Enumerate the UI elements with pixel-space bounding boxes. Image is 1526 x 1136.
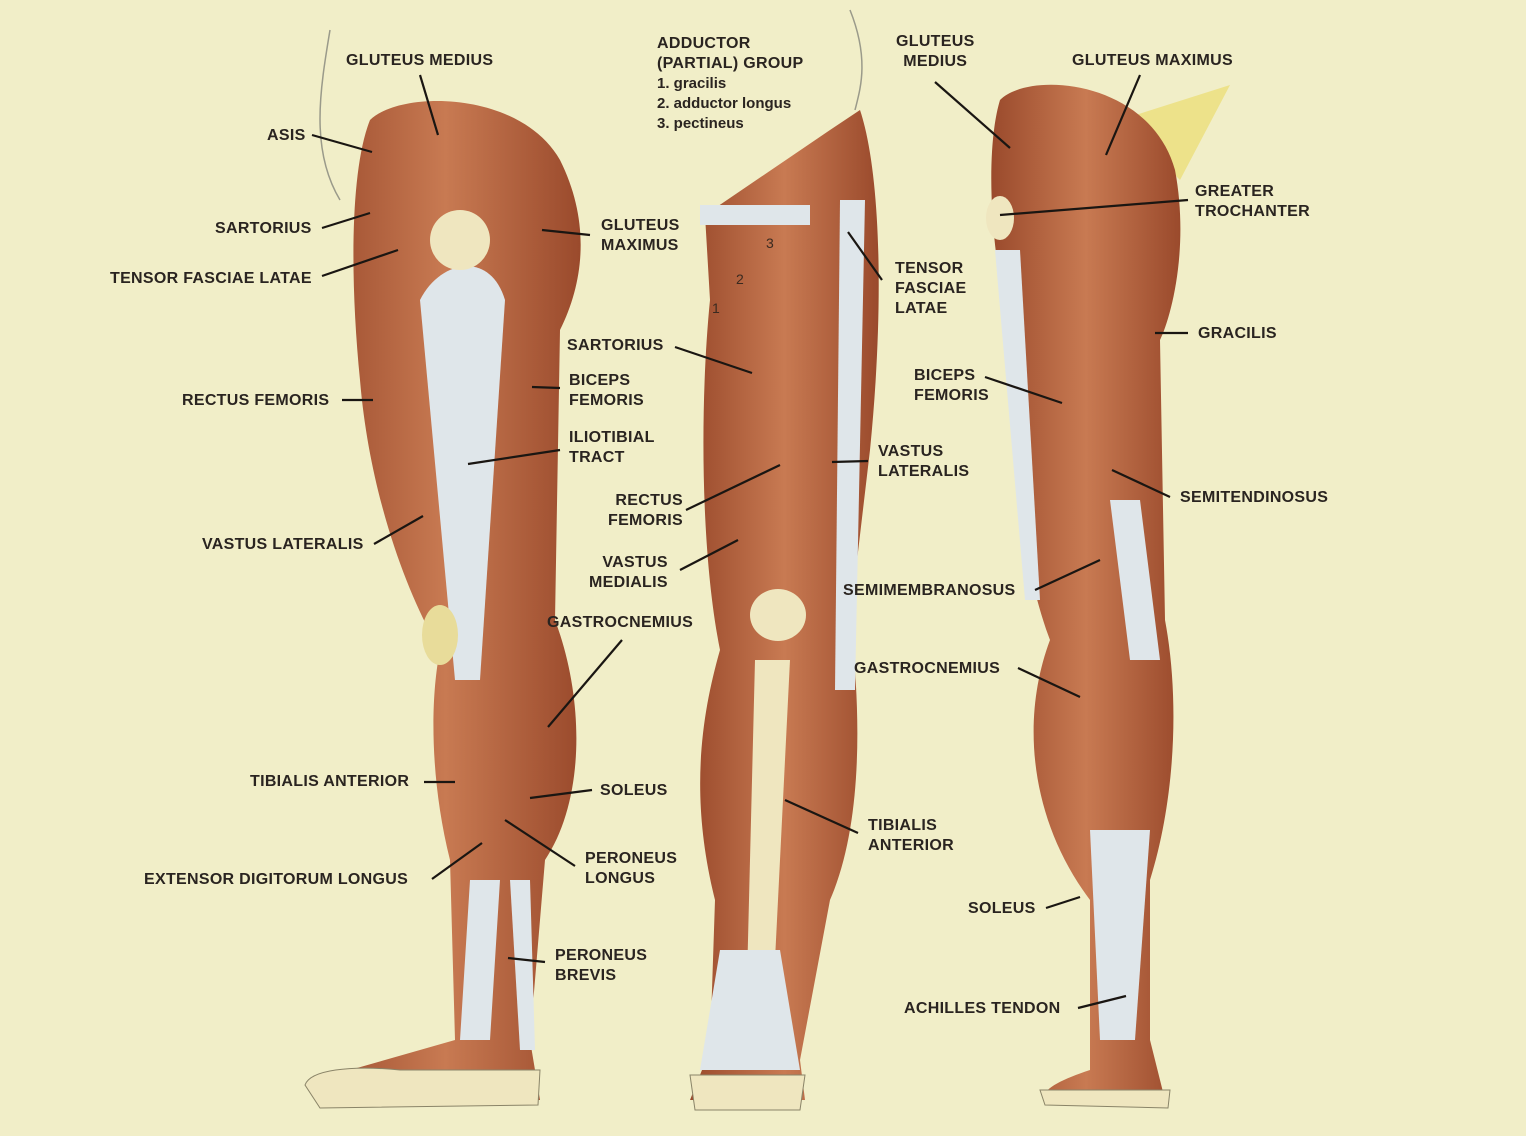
label-line: MEDIUS xyxy=(903,53,968,70)
label-gluteus-maximus-posterior: GLUTEUS MAXIMUS xyxy=(1072,52,1233,69)
label-peroneus-brevis: PERONEUS BREVIS xyxy=(555,946,647,986)
label-iliotibial-tract: ILIOTIBIAL TRACT xyxy=(569,428,655,468)
label-vastus-lateralis-anterior: VASTUS LATERALIS xyxy=(878,442,969,482)
label-achilles-tendon: ACHILLES TENDON xyxy=(904,1000,1061,1017)
label-soleus-posterior: SOLEUS xyxy=(968,900,1036,917)
label-line: GREATER xyxy=(1195,183,1275,200)
legend-item: 3. pectineus xyxy=(657,115,744,132)
label-tensor-fasciae-latae-anterior: TENSOR FASCIAE LATAE xyxy=(895,259,966,319)
posterior-view-leg xyxy=(986,84,1230,1100)
label-line: ILIOTIBIAL xyxy=(569,429,655,446)
label-line: FEMORIS xyxy=(914,387,989,404)
label-line: MAXIMUS xyxy=(601,237,679,254)
label-semimembranosus: SEMIMEMBRANOSUS xyxy=(843,582,1016,599)
label-soleus: SOLEUS xyxy=(600,782,668,799)
label-vastus-lateralis: VASTUS LATERALIS xyxy=(202,536,364,553)
marker-3: 3 xyxy=(766,235,774,251)
marker-2: 2 xyxy=(736,271,744,287)
leader-lines xyxy=(311,74,1189,1010)
label-line: TRACT xyxy=(569,449,625,466)
label-sartorius-anterior: SARTORIUS xyxy=(567,337,664,354)
label-line: PERONEUS xyxy=(555,947,648,964)
legend-item: 1. gracilis xyxy=(657,75,727,92)
label-line: FASCIAE xyxy=(895,280,967,297)
feet-bones xyxy=(304,1067,1171,1111)
label-rectus-femoris-anterior: RECTUS FEMORIS xyxy=(608,491,683,531)
label-semitendinosus: SEMITENDINOSUS xyxy=(1180,489,1329,506)
label-line: VASTUS xyxy=(602,554,668,571)
label-tibialis-anterior: TIBIALIS ANTERIOR xyxy=(250,773,410,790)
label-gastrocnemius: GASTROCNEMIUS xyxy=(547,614,694,631)
legend-title: ADDUCTOR xyxy=(657,35,751,52)
label-gluteus-medius: GLUTEUS MEDIUS xyxy=(346,52,494,69)
anterior-view-leg xyxy=(690,9,879,1100)
label-tensor-fasciae-latae: TENSOR FASCIAE LATAE xyxy=(110,270,312,287)
label-rectus-femoris: RECTUS FEMORIS xyxy=(182,392,330,409)
legend-item: 2. adductor longus xyxy=(657,95,792,112)
label-line: FEMORIS xyxy=(608,512,683,529)
label-extensor-digitorum-longus: EXTENSOR DIGITORUM LONGUS xyxy=(144,871,409,888)
label-line: GLUTEUS xyxy=(601,217,680,234)
label-asis: ASIS xyxy=(267,127,306,144)
label-line: LONGUS xyxy=(585,870,656,887)
label-line: LATAE xyxy=(895,300,948,317)
label-greater-trochanter: GREATER TROCHANTER xyxy=(1195,182,1310,222)
label-line: FEMORIS xyxy=(569,392,644,409)
label-line: VASTUS xyxy=(878,443,944,460)
label-line: BICEPS xyxy=(914,367,976,384)
label-gracilis: GRACILIS xyxy=(1198,325,1277,342)
label-sartorius: SARTORIUS xyxy=(215,220,312,237)
marker-1: 1 xyxy=(712,300,720,316)
label-line: GLUTEUS xyxy=(896,33,975,50)
label-line: BREVIS xyxy=(555,967,617,984)
adductor-group-legend: ADDUCTOR (PARTIAL) GROUP 1. gracilis 2. … xyxy=(657,34,803,134)
label-tibialis-anterior-anterior: TIBIALIS ANTERIOR xyxy=(868,816,954,856)
label-line: LATERALIS xyxy=(878,463,970,480)
lateral-view-leg xyxy=(310,29,581,1100)
label-line: MEDIALIS xyxy=(589,574,668,591)
label-biceps-femoris-posterior: BICEPS FEMORIS xyxy=(914,366,989,406)
label-biceps-femoris: BICEPS FEMORIS xyxy=(569,371,644,411)
label-peroneus-longus: PERONEUS LONGUS xyxy=(585,849,677,889)
label-line: TENSOR xyxy=(895,260,964,277)
label-gluteus-medius-posterior: GLUTEUS MEDIUS xyxy=(896,32,975,72)
label-line: PERONEUS xyxy=(585,850,678,867)
label-vastus-medialis: VASTUS MEDIALIS xyxy=(589,553,668,593)
label-line: BICEPS xyxy=(569,372,631,389)
label-line: RECTUS xyxy=(615,492,683,509)
label-gastrocnemius-posterior: GASTROCNEMIUS xyxy=(854,660,1001,677)
label-line: TIBIALIS xyxy=(868,817,938,834)
label-gluteus-maximus: GLUTEUS MAXIMUS xyxy=(601,216,680,256)
label-line: ANTERIOR xyxy=(868,837,954,854)
legend-title: (PARTIAL) GROUP xyxy=(657,55,804,72)
label-line: TROCHANTER xyxy=(1195,203,1310,220)
